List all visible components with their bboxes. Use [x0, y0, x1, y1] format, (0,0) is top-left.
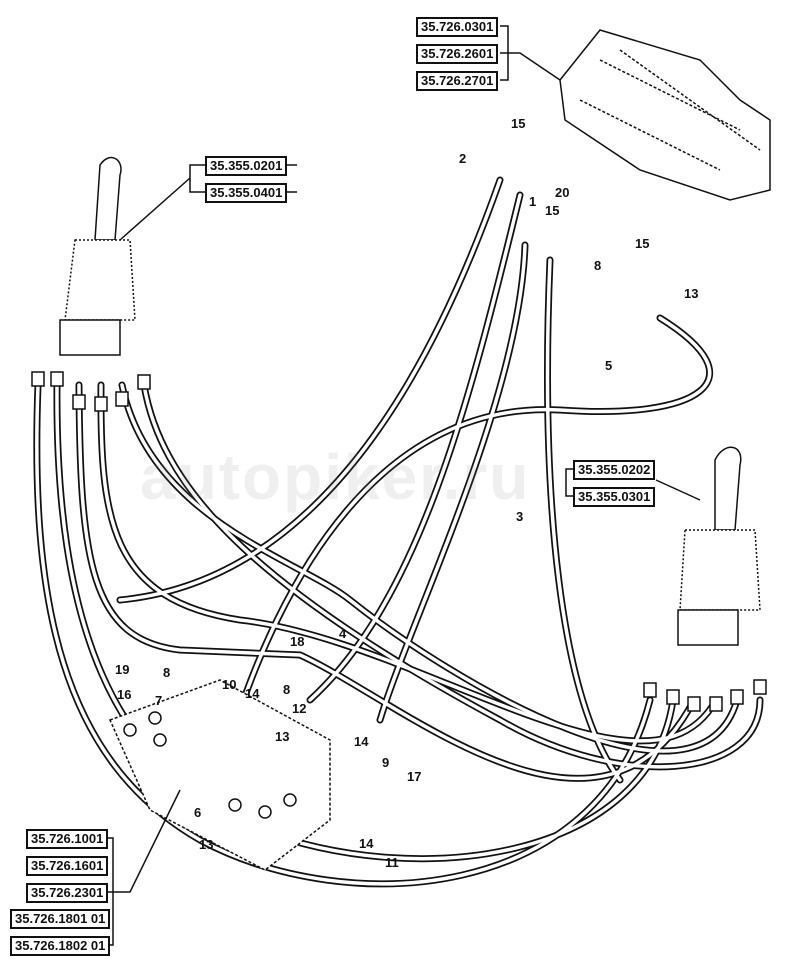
ref-box-right-joystick-1[interactable]: 35.355.0202	[573, 460, 656, 480]
ref-box-manifold-2[interactable]: 35.726.1601	[26, 856, 109, 876]
callout: 15	[511, 116, 526, 131]
callout: 13	[199, 837, 214, 852]
callout: 19	[115, 662, 130, 677]
callout: 3	[516, 509, 524, 524]
ref-box-valve-1[interactable]: 35.726.0301	[416, 17, 499, 37]
ref-box-manifold-5[interactable]: 35.726.1802 01	[10, 936, 111, 956]
callout: 1	[529, 194, 537, 209]
right-joystick-fittings	[643, 679, 767, 712]
ref-box-manifold-3[interactable]: 35.726.2301	[26, 883, 109, 903]
ref-box-valve-3[interactable]: 35.726.2701	[416, 71, 499, 91]
ref-box-right-joystick-2[interactable]: 35.355.0301	[573, 487, 656, 507]
right-joystick	[643, 446, 767, 712]
callout: 7	[155, 693, 163, 708]
left-joystick	[31, 156, 151, 412]
callout: 12	[292, 701, 307, 716]
ref-box-left-joystick-2[interactable]: 35.355.0401	[205, 183, 288, 203]
callout: 8	[283, 682, 291, 697]
left-joystick-fittings	[31, 371, 151, 412]
callout: 2	[459, 151, 467, 166]
ref-box-manifold-1[interactable]: 35.726.1001	[26, 829, 109, 849]
callout: 13	[275, 729, 290, 744]
manifold-block	[108, 679, 331, 871]
ref-box-left-joystick-1[interactable]: 35.355.0201	[205, 156, 288, 176]
control-valve	[559, 29, 771, 201]
callout: 14	[245, 686, 260, 701]
callout: 20	[555, 185, 570, 200]
callout: 11	[385, 855, 399, 870]
callout: 10	[222, 677, 237, 692]
ref-box-valve-2[interactable]: 35.726.2601	[416, 44, 499, 64]
ref-box-manifold-4[interactable]: 35.726.1801 01	[10, 909, 111, 929]
callout: 14	[359, 836, 374, 851]
callout: 8	[163, 665, 171, 680]
callout: 4	[339, 626, 347, 641]
callout: 18	[290, 634, 305, 649]
callout: 15	[635, 236, 650, 251]
callout: 5	[605, 358, 613, 373]
callout: 9	[382, 755, 390, 770]
watermark: autopiker.ru	[140, 441, 531, 513]
callout: 17	[407, 769, 422, 784]
callout: 14	[354, 734, 369, 749]
callout: 15	[545, 203, 560, 218]
callout: 6	[194, 805, 202, 820]
callout: 16	[117, 687, 132, 702]
callout: 13	[684, 286, 699, 301]
callout: 8	[594, 258, 602, 273]
